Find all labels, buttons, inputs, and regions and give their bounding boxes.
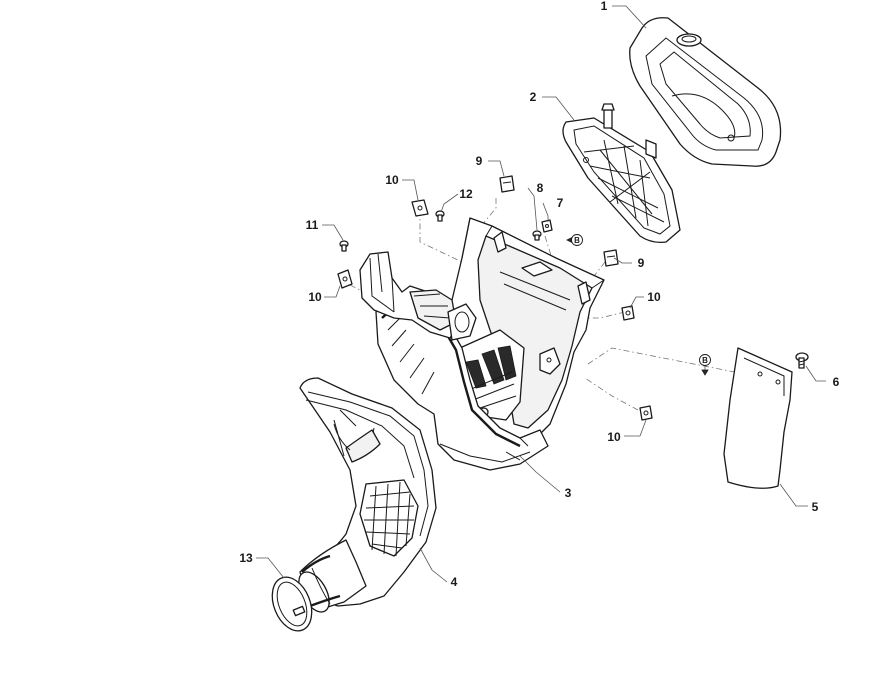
part-screw <box>795 352 809 369</box>
reference-label-b-lower: B <box>702 356 708 365</box>
callout-9-right: 9 <box>638 256 645 270</box>
callout-9-upper: 9 <box>476 154 483 168</box>
callout-10-lower: 10 <box>607 430 621 444</box>
reference-marker-b-upper: B <box>566 234 583 246</box>
callout-10-left: 10 <box>308 290 322 304</box>
part-nut-clips <box>337 175 653 421</box>
callout-numbers: 1 2 3 4 5 6 7 8 9 9 10 10 10 10 11 12 13 <box>239 0 839 589</box>
callout-10-right: 10 <box>647 290 661 304</box>
callout-1: 1 <box>601 0 608 13</box>
callout-11: 11 <box>306 218 319 232</box>
part-mud-flap <box>723 347 793 489</box>
part-air-filter <box>629 17 782 167</box>
part-hose-clamp <box>271 576 313 632</box>
callout-13: 13 <box>239 551 253 565</box>
part-intake-boot <box>298 377 437 613</box>
reference-marker-b-lower: B <box>699 354 711 376</box>
callout-4: 4 <box>451 575 458 589</box>
part-airbox-housing <box>359 217 605 471</box>
callout-7: 7 <box>557 196 564 210</box>
callout-6: 6 <box>833 375 840 389</box>
callout-10-upper: 10 <box>385 173 399 187</box>
reference-label-b-upper: B <box>574 236 580 245</box>
callout-3: 3 <box>565 486 572 500</box>
part-small-screws <box>339 210 553 252</box>
callout-2: 2 <box>530 90 537 104</box>
callout-12: 12 <box>459 187 473 201</box>
callout-8: 8 <box>537 181 544 195</box>
callout-5: 5 <box>812 500 819 514</box>
part-filter-cage <box>562 103 681 244</box>
